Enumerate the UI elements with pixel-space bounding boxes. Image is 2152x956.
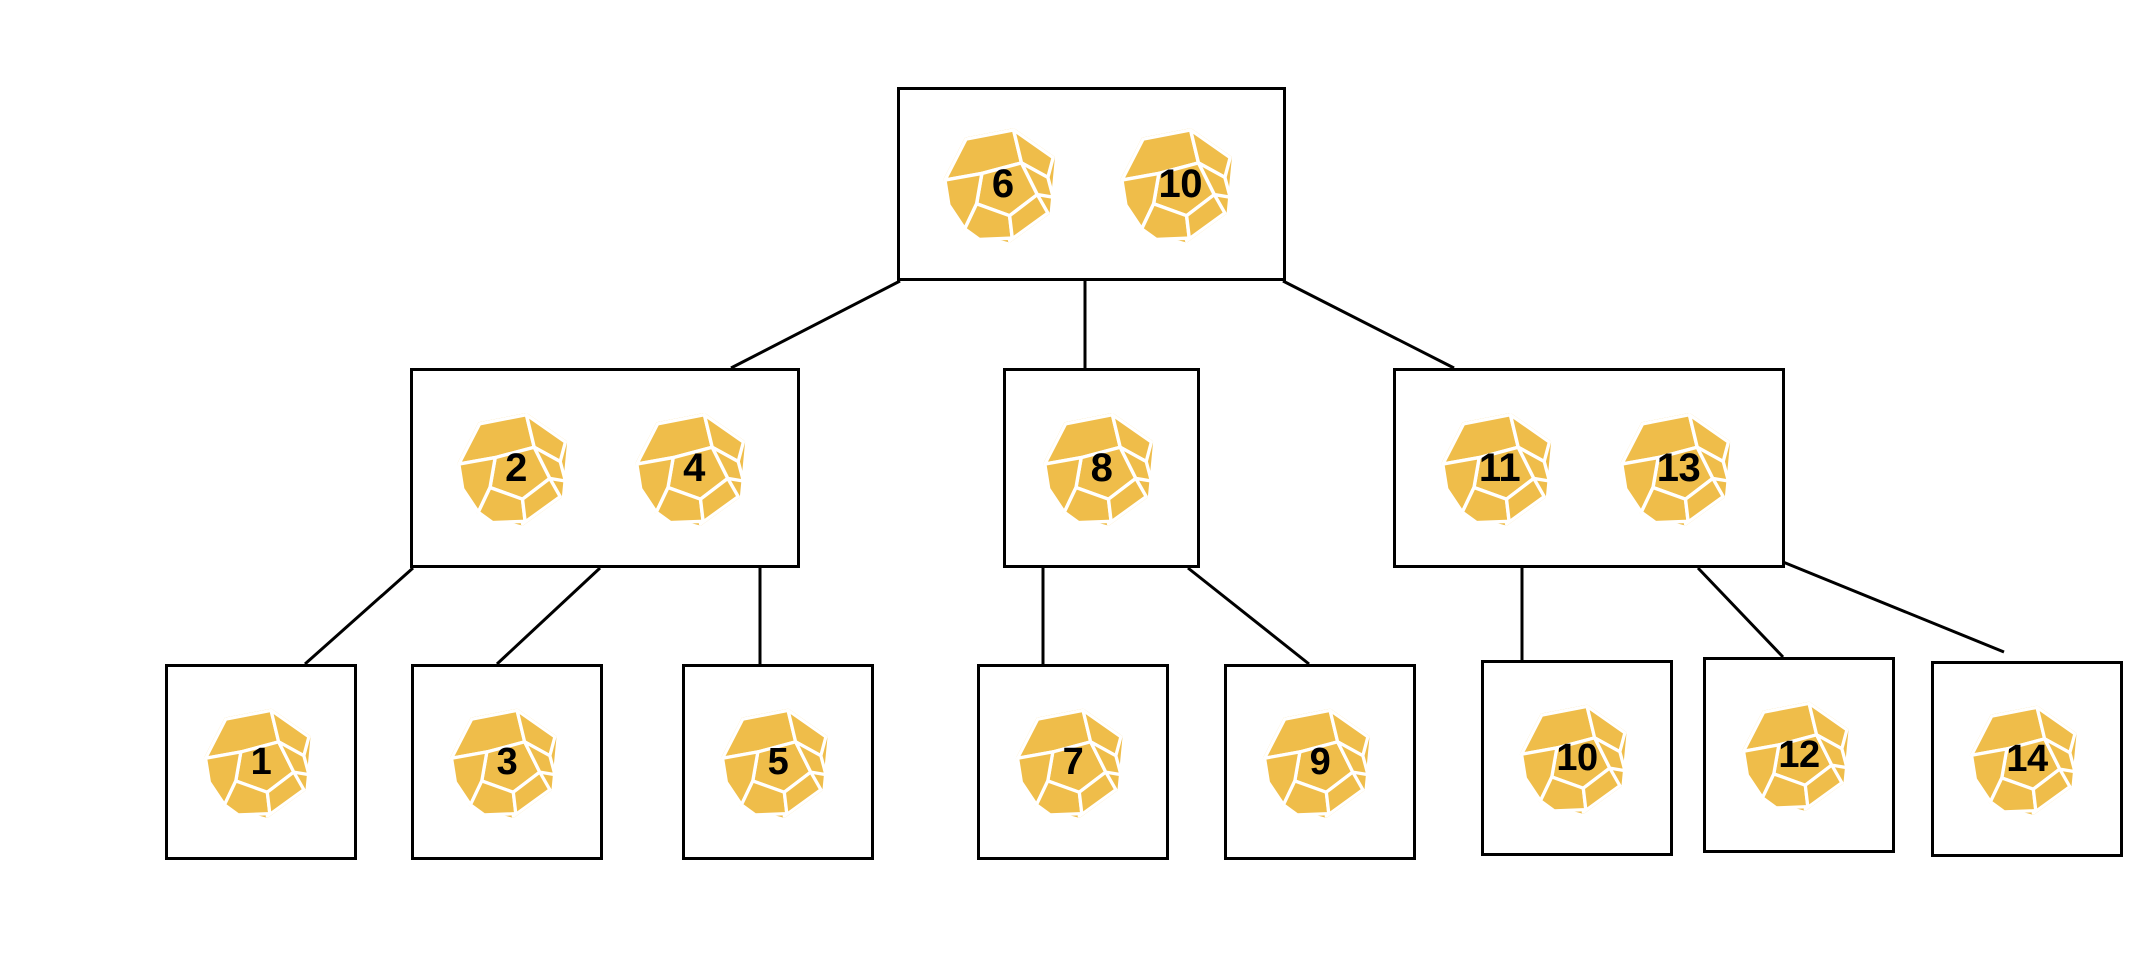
key-cell-internal-middle-0[interactable]: 8 bbox=[1037, 403, 1167, 533]
die-face bbox=[782, 770, 823, 818]
die-face bbox=[1695, 445, 1730, 483]
dodecahedron-die-icon bbox=[457, 413, 568, 526]
key-cell-root-0[interactable]: 6 bbox=[937, 118, 1069, 250]
die-face bbox=[2031, 767, 2072, 815]
btree-node-leaf-10[interactable]: 10 bbox=[1481, 660, 1673, 856]
key-cell-leaf-14-0[interactable]: 14 bbox=[1964, 696, 2090, 822]
die-face bbox=[1197, 161, 1233, 199]
die-face bbox=[1077, 770, 1118, 818]
btree-node-leaf-7[interactable]: 7 bbox=[977, 664, 1169, 860]
dodecahedron-die-icon bbox=[1440, 413, 1551, 526]
btree-node-internal-middle[interactable]: 8 bbox=[1003, 368, 1200, 568]
key-cell-leaf-3-0[interactable]: 3 bbox=[444, 699, 570, 825]
key-cell-internal-left-1[interactable]: 4 bbox=[629, 403, 759, 533]
die-face bbox=[1803, 763, 1844, 811]
dodecahedron-die-icon bbox=[1969, 705, 2077, 815]
dodecahedron-die-icon bbox=[720, 708, 828, 818]
die-face bbox=[1593, 736, 1627, 773]
dodecahedron-die-icon bbox=[1619, 413, 1730, 526]
edge-root-right bbox=[1282, 279, 1455, 370]
key-cell-leaf-9-0[interactable]: 9 bbox=[1257, 699, 1383, 825]
key-cell-root-1[interactable]: 10 bbox=[1114, 118, 1246, 250]
die-face bbox=[277, 740, 311, 777]
die-face bbox=[532, 445, 568, 483]
die-face bbox=[710, 445, 746, 483]
key-cell-internal-left-0[interactable]: 2 bbox=[451, 403, 581, 533]
btree-node-leaf-5[interactable]: 5 bbox=[682, 664, 874, 860]
key-cell-internal-right-1[interactable]: 13 bbox=[1614, 403, 1744, 533]
btree-node-leaf-12[interactable]: 12 bbox=[1703, 657, 1895, 853]
edge-left-leaf3 bbox=[495, 566, 602, 666]
edge-left-leaf1 bbox=[304, 566, 414, 666]
key-cell-leaf-5-0[interactable]: 5 bbox=[715, 699, 841, 825]
dodecahedron-die-icon bbox=[203, 708, 311, 818]
die-face bbox=[1683, 476, 1725, 526]
key-cell-leaf-1-0[interactable]: 1 bbox=[198, 699, 324, 825]
die-face bbox=[265, 770, 306, 818]
dodecahedron-die-icon bbox=[942, 128, 1055, 243]
btree-node-leaf-3[interactable]: 3 bbox=[411, 664, 603, 860]
die-face bbox=[1815, 733, 1849, 770]
dodecahedron-die-icon bbox=[1262, 708, 1370, 818]
die-face bbox=[523, 740, 557, 777]
die-face bbox=[1106, 476, 1148, 526]
key-cell-internal-right-0[interactable]: 11 bbox=[1435, 403, 1565, 533]
die-face bbox=[698, 476, 740, 526]
die-face bbox=[1336, 740, 1370, 777]
die-face bbox=[1516, 445, 1551, 483]
die-face bbox=[1324, 770, 1365, 818]
btree-node-leaf-1[interactable]: 1 bbox=[165, 664, 357, 860]
die-face bbox=[1089, 740, 1123, 777]
die-face bbox=[520, 476, 562, 526]
btree-node-leaf-14[interactable]: 14 bbox=[1931, 661, 2123, 857]
dodecahedron-die-icon bbox=[1741, 701, 1849, 811]
edge-root-left bbox=[730, 279, 901, 370]
edge-right-leaf12 bbox=[1696, 566, 1785, 659]
btree-node-leaf-9[interactable]: 9 bbox=[1224, 664, 1416, 860]
dodecahedron-die-icon bbox=[635, 413, 746, 526]
dodecahedron-die-icon bbox=[1519, 704, 1627, 814]
die-face bbox=[1007, 192, 1050, 243]
key-cell-leaf-10-0[interactable]: 10 bbox=[1514, 695, 1640, 821]
die-face bbox=[511, 770, 552, 818]
key-cell-leaf-12-0[interactable]: 12 bbox=[1736, 692, 1862, 818]
btree-node-internal-right[interactable]: 11 13 bbox=[1393, 368, 1785, 568]
key-cell-leaf-7-0[interactable]: 7 bbox=[1010, 699, 1136, 825]
die-face bbox=[794, 740, 828, 777]
dodecahedron-die-icon bbox=[1015, 708, 1123, 818]
die-face bbox=[2043, 737, 2077, 774]
die-face bbox=[1504, 476, 1546, 526]
dodecahedron-die-icon bbox=[1120, 128, 1233, 243]
die-face bbox=[1185, 192, 1227, 243]
die-face bbox=[1118, 445, 1153, 483]
die-face bbox=[1581, 766, 1622, 814]
die-face bbox=[1019, 161, 1055, 199]
btree-node-root[interactable]: 6 10 bbox=[897, 87, 1286, 281]
edge-right-leaf14 bbox=[1782, 560, 2005, 654]
dodecahedron-die-icon bbox=[1042, 413, 1153, 526]
dodecahedron-die-icon bbox=[449, 708, 557, 818]
edge-middle-leaf9 bbox=[1187, 566, 1310, 666]
